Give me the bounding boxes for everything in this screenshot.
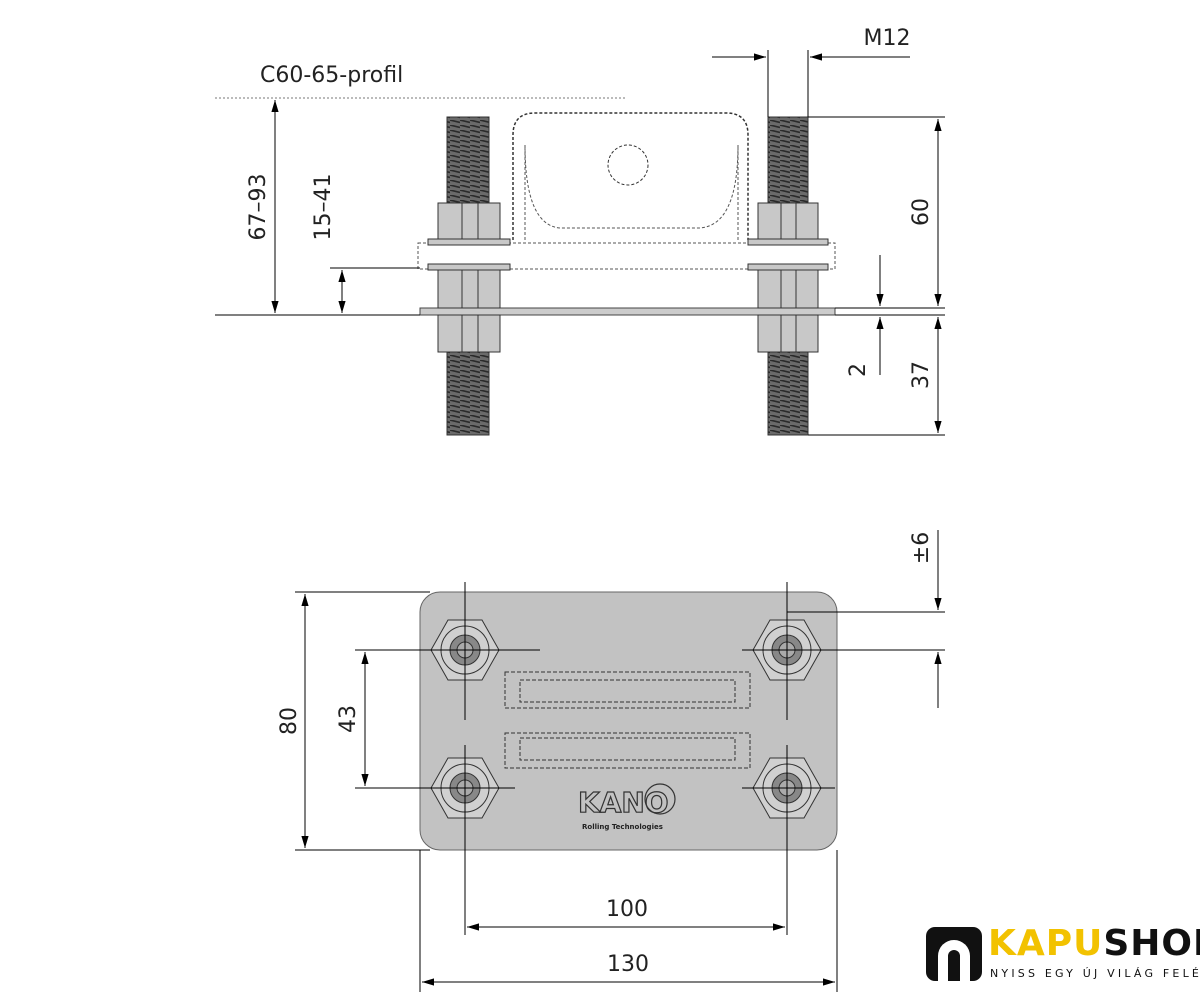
dim-plate-thickness: 2 xyxy=(846,363,871,377)
dim-tolerance: ±6 xyxy=(909,532,934,564)
kano-logo: KANO Rolling Technologies xyxy=(577,783,676,831)
dim-lower-length: 37 xyxy=(909,361,934,389)
dim-plate-height: 80 xyxy=(277,707,302,735)
kapushop-logo: KAPUSHOP NYISS EGY ÚJ VILÁG FELÉ xyxy=(926,923,1200,983)
logo-part2: SHOP xyxy=(1103,923,1200,964)
kano-logo-text: KANO xyxy=(578,786,669,819)
left-nuts xyxy=(427,202,511,353)
profile-label: C60-65-profil xyxy=(260,63,403,88)
dim-plate-width: 130 xyxy=(607,952,649,977)
kano-tagline: Rolling Technologies xyxy=(582,823,663,831)
bracket-hole xyxy=(607,144,649,186)
dim-thread: M12 xyxy=(864,26,911,51)
plate xyxy=(419,591,838,851)
logo-part1: KAPU xyxy=(988,923,1104,964)
bracket-inner xyxy=(524,144,739,240)
logo-tagline: NYISS EGY ÚJ VILÁG FELÉ xyxy=(990,967,1200,980)
slots xyxy=(504,671,751,769)
dim-overall-height: 67–93 xyxy=(246,174,271,241)
dim-adjust-range: 15–41 xyxy=(311,174,336,241)
dim-upper-length: 60 xyxy=(909,198,934,226)
dim-hole-spacing-h: 100 xyxy=(606,897,648,922)
dim-hole-spacing-v: 43 xyxy=(336,705,361,733)
base-plate xyxy=(419,307,836,316)
right-nuts xyxy=(747,202,829,353)
side-view: C60-65-profil xyxy=(215,26,945,436)
plan-view: KANO Rolling Technologies 80 43 100 130 xyxy=(277,530,945,992)
bracket-outline xyxy=(512,112,749,240)
kapushop-gate-icon xyxy=(926,927,982,981)
